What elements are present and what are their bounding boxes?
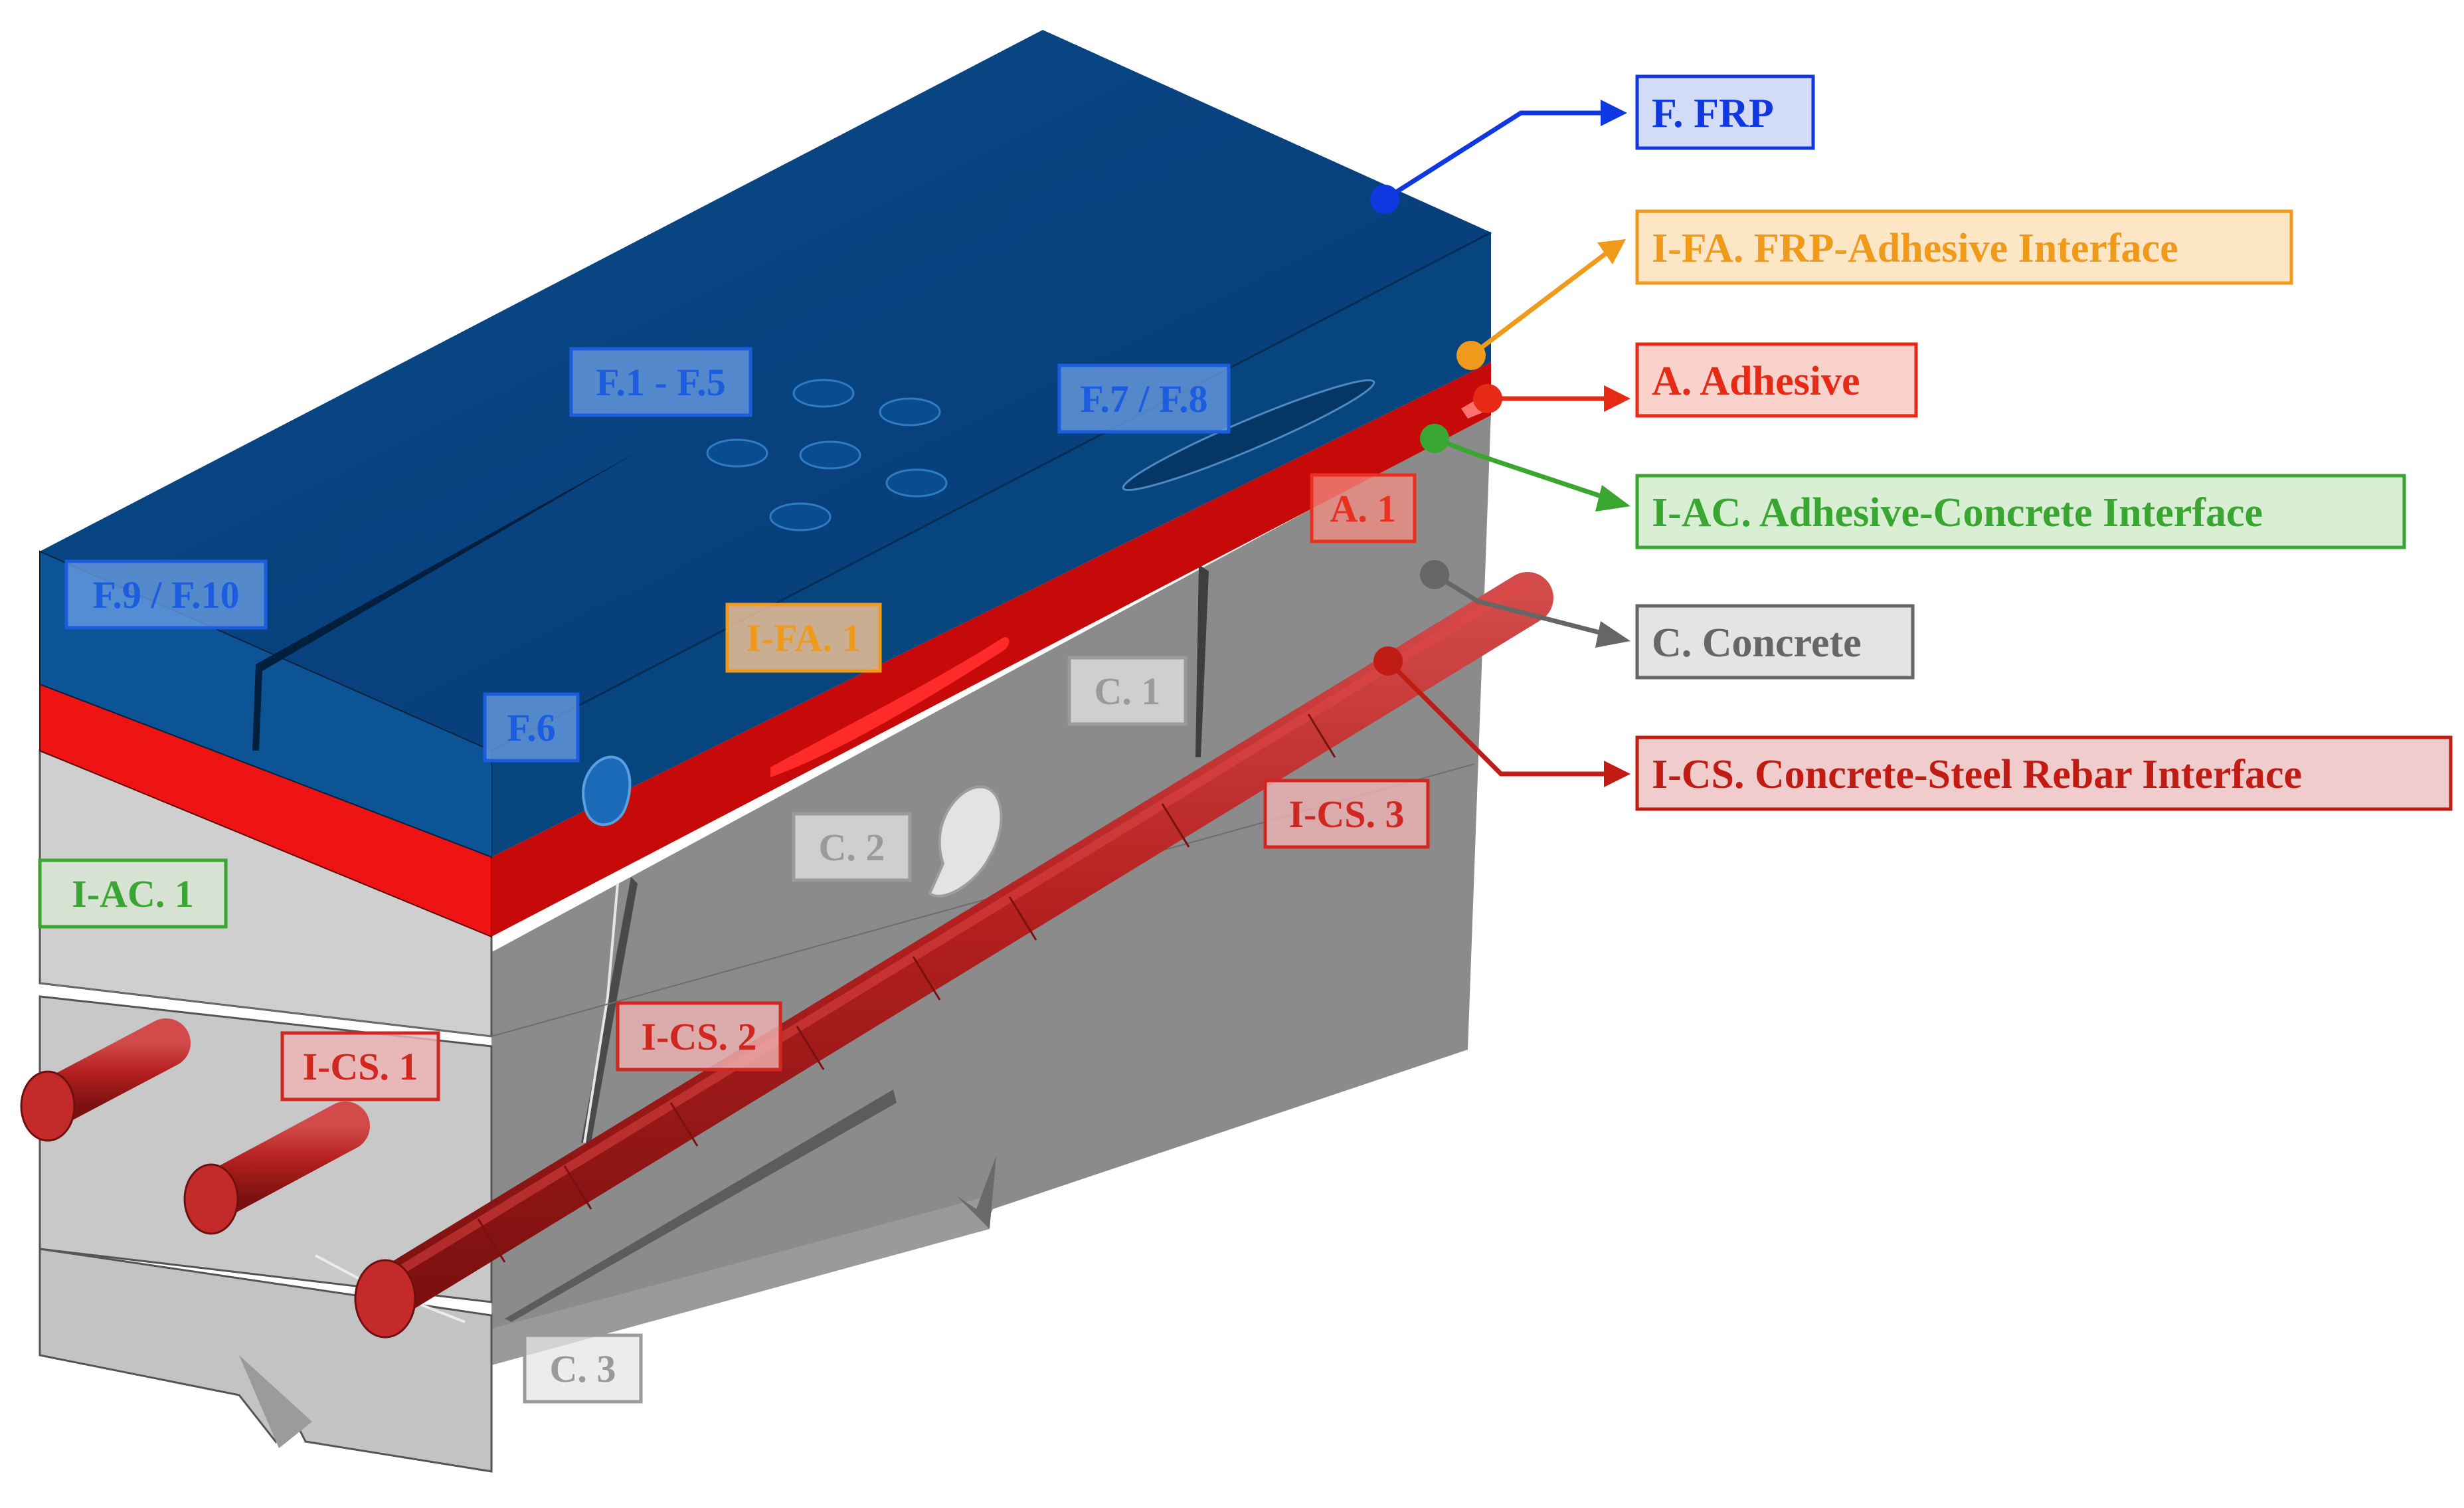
concrete-void-c2 bbox=[928, 785, 1003, 897]
concrete-side-lower bbox=[491, 1196, 990, 1365]
defect-label-box-iac1 bbox=[38, 858, 228, 929]
defect-label-c2: C. 2 bbox=[792, 812, 912, 882]
concrete-crack-lower bbox=[505, 1089, 897, 1322]
defect-label-text-a1: A. 1 bbox=[1330, 487, 1397, 530]
legend-item-concrete: C. Concrete bbox=[1635, 604, 1915, 680]
defect-label-text-ics1: I-CS. 1 bbox=[302, 1045, 418, 1088]
rebar-3 bbox=[354, 572, 1553, 1339]
defect-labels: F.1 - F.5 F.7 / F.8F.9 / F.10F.6 A. 1 I-FA.… bbox=[38, 347, 1430, 1404]
legend-text-ics: I-CS. Concrete-Steel Rebar Interface bbox=[1652, 752, 2302, 797]
legend-box-ifa bbox=[1635, 209, 2293, 285]
legend-connectors bbox=[1370, 100, 1630, 787]
legend-item-ics: I-CS. Concrete-Steel Rebar Interface bbox=[1635, 735, 2453, 811]
defect-label-box-f9_f10 bbox=[64, 559, 268, 630]
concrete-crack-side-outline bbox=[583, 883, 619, 1143]
defect-label-text-ics2: I-CS. 2 bbox=[641, 1015, 756, 1058]
defect-label-a1: A. 1 bbox=[1310, 473, 1417, 543]
defect-label-box-c2 bbox=[792, 812, 912, 882]
defect-label-box-ifa1 bbox=[725, 603, 882, 673]
legend-box-concrete bbox=[1635, 604, 1915, 680]
legend-text-frp: F. FRP bbox=[1652, 91, 1774, 136]
rebar-2 bbox=[183, 1101, 370, 1235]
defect-label-text-f7_f8: F.7 / F.8 bbox=[1080, 377, 1207, 421]
frp-side-face bbox=[491, 233, 1491, 857]
legend-item-frp: F. FRP bbox=[1635, 74, 1815, 150]
defect-label-box-ics2 bbox=[616, 1001, 782, 1072]
defect-label-text-f1_f5: F.1 - F.5 bbox=[596, 361, 726, 404]
green-marker-dot bbox=[1420, 424, 1449, 453]
legend-item-iac: I-AC. Adhesive-Concrete Interface bbox=[1635, 474, 2406, 549]
frp-edge-line bbox=[491, 231, 1492, 752]
legend-text-iac: I-AC. Adhesive-Concrete Interface bbox=[1652, 490, 2263, 535]
rebar-group bbox=[20, 572, 1553, 1339]
orange-marker-dot bbox=[1456, 341, 1486, 370]
red-marker-dot bbox=[1473, 384, 1502, 413]
legend: F. FRP I-FA. FRP-Adhesive Interface A. Adh… bbox=[1635, 74, 2453, 811]
defect-label-box-a1 bbox=[1310, 473, 1417, 543]
defect-label-ics1: I-CS. 1 bbox=[280, 1031, 440, 1101]
defect-label-ics3: I-CS. 3 bbox=[1263, 779, 1430, 849]
darkred-marker-dot bbox=[1373, 646, 1403, 676]
gray-marker-dot bbox=[1420, 560, 1449, 589]
frp-dimples-f1-f5 bbox=[706, 379, 948, 531]
defect-label-box-f1_f5 bbox=[569, 347, 752, 417]
defect-label-text-f9_f10: F.9 / F.10 bbox=[92, 573, 239, 616]
legend-box-adhesive bbox=[1635, 342, 1918, 418]
defect-label-box-f7_f8 bbox=[1057, 363, 1231, 434]
concrete-crack-c1 bbox=[1195, 565, 1209, 757]
defect-label-box-c1 bbox=[1067, 656, 1188, 726]
defect-label-f9_f10: F.9 / F.10 bbox=[64, 559, 268, 630]
defect-label-box-ics3 bbox=[1263, 779, 1430, 849]
legend-text-ifa: I-FA. FRP-Adhesive Interface bbox=[1652, 226, 2178, 271]
rebar-1 bbox=[20, 1018, 191, 1142]
defect-label-iac1: I-AC. 1 bbox=[38, 858, 228, 929]
ifa1-debond-region bbox=[770, 637, 1010, 777]
frp-slot-f7-f8 bbox=[1122, 379, 1375, 492]
defect-label-c3: C. 3 bbox=[523, 1333, 643, 1404]
defect-label-text-iac1: I-AC. 1 bbox=[72, 872, 194, 915]
legend-text-concrete: C. Concrete bbox=[1652, 620, 1862, 666]
defect-label-text-c3: C. 3 bbox=[550, 1347, 616, 1390]
defect-label-f7_f8: F.7 / F.8 bbox=[1057, 363, 1231, 434]
defect-label-ifa1: I-FA. 1 bbox=[725, 603, 882, 673]
legend-item-adhesive: A. Adhesive bbox=[1635, 342, 1918, 418]
defect-label-f1_f5: F.1 - F.5 bbox=[569, 347, 752, 417]
legend-text-adhesive: A. Adhesive bbox=[1652, 359, 1860, 404]
blue-marker-dot bbox=[1370, 185, 1399, 214]
legend-box-ics bbox=[1635, 735, 2453, 811]
defect-label-text-ics3: I-CS. 3 bbox=[1288, 793, 1404, 836]
defect-label-box-f6 bbox=[483, 692, 580, 763]
legend-box-iac bbox=[1635, 474, 2406, 549]
defect-label-text-ifa1: I-FA. 1 bbox=[747, 616, 861, 660]
frp-void-f6 bbox=[582, 755, 632, 826]
adhesive-layer bbox=[39, 362, 1491, 938]
defect-label-ics2: I-CS. 2 bbox=[616, 1001, 782, 1072]
legend-item-ifa: I-FA. FRP-Adhesive Interface bbox=[1635, 209, 2293, 285]
defect-label-text-c2: C. 2 bbox=[819, 826, 885, 869]
defect-label-text-f6: F.6 bbox=[507, 706, 556, 749]
concrete-side-face bbox=[465, 412, 1491, 1362]
concrete-bottom-notch bbox=[239, 1355, 312, 1448]
frp-top-face bbox=[40, 30, 1491, 751]
defect-label-box-ics1 bbox=[280, 1031, 440, 1101]
concrete-side-notch bbox=[956, 1156, 996, 1229]
defect-label-text-c1: C. 1 bbox=[1095, 670, 1161, 713]
defect-label-box-c3 bbox=[523, 1333, 643, 1404]
defect-label-f6: F.6 bbox=[483, 692, 580, 763]
legend-box-frp bbox=[1635, 74, 1815, 150]
defect-label-c1: C. 1 bbox=[1067, 656, 1188, 726]
